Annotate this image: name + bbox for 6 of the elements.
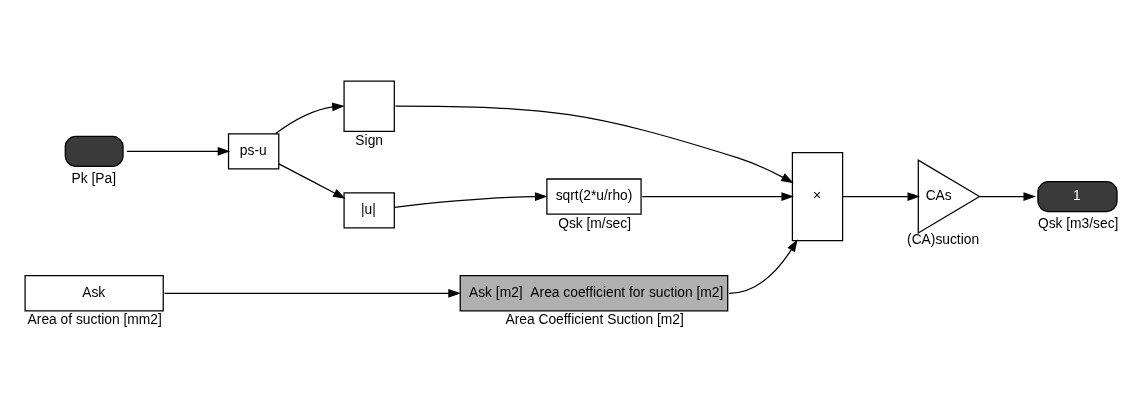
node-label: Sign — [355, 131, 383, 148]
node-label: Qsk [m/sec] — [558, 214, 632, 231]
node-label: Area of suction [mm2] — [27, 310, 162, 327]
node-label: Area Coefficient Suction [m2] — [505, 310, 684, 327]
node-label: Qsk [m3/sec] — [1037, 214, 1119, 231]
node-label: Pk [Pa] — [71, 169, 117, 186]
